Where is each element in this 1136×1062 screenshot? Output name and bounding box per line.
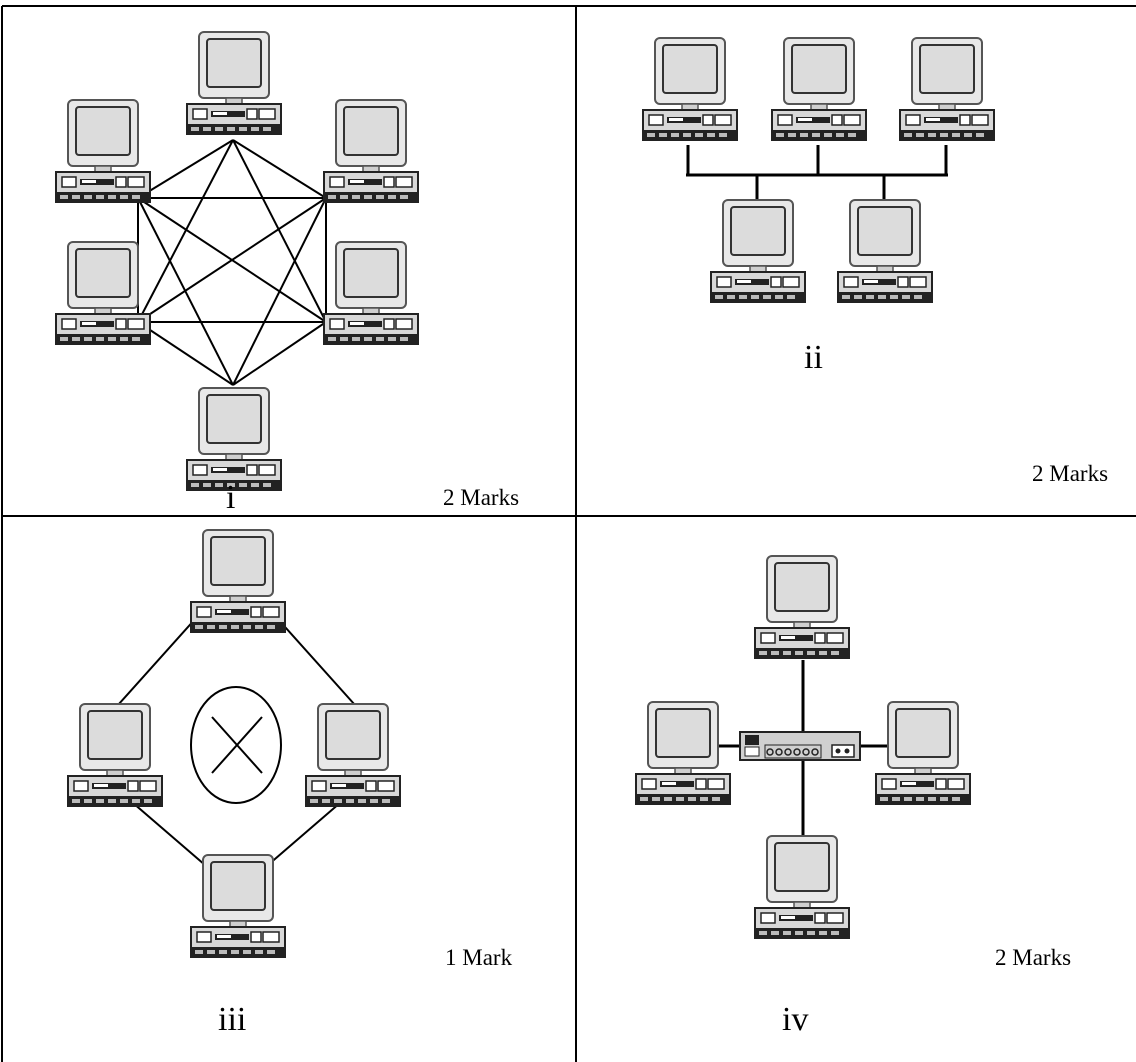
table-grid xyxy=(1,5,1136,1062)
switch-hub-icon xyxy=(739,731,861,761)
computer-icon xyxy=(186,387,282,491)
computer-icon xyxy=(323,99,419,203)
computer-icon xyxy=(67,703,163,807)
computer-icon xyxy=(190,529,286,633)
marks-label-iv: 2 Marks xyxy=(995,945,1071,970)
cell-label-iii: iii xyxy=(218,1001,246,1038)
computer-icon xyxy=(55,99,151,203)
cell-ii-bus-topology: ii 2 Marks xyxy=(642,37,1108,486)
computer-icon xyxy=(55,241,151,345)
computer-icon xyxy=(837,199,933,303)
computer-icon xyxy=(710,199,806,303)
computer-icon xyxy=(190,854,286,958)
computer-icon xyxy=(305,703,401,807)
computer-icon xyxy=(635,701,731,805)
computer-icon xyxy=(642,37,738,141)
cell-iii-ring-topology: iii 1 Mark xyxy=(67,529,513,1038)
computer-icon xyxy=(323,241,419,345)
cell-iv-star-topology: iv 2 Marks xyxy=(635,555,1071,1038)
cell-i-mesh-topology: i 2 Marks xyxy=(55,31,519,516)
mesh-links xyxy=(137,139,327,386)
marks-label-ii: 2 Marks xyxy=(1032,461,1108,486)
bus-links xyxy=(686,145,948,200)
marks-label-i: 2 Marks xyxy=(443,485,519,510)
computer-icon xyxy=(875,701,971,805)
marks-label-iii: 1 Mark xyxy=(445,945,513,970)
computer-icon xyxy=(899,37,995,141)
computer-icon xyxy=(754,835,850,939)
cell-label-iv: iv xyxy=(782,1001,808,1038)
cell-label-i: i xyxy=(226,479,235,516)
computer-icon xyxy=(186,31,282,135)
circled-x-icon xyxy=(190,686,282,804)
computer-icon xyxy=(754,555,850,659)
computer-icon xyxy=(771,37,867,141)
cell-label-ii: ii xyxy=(804,339,823,376)
